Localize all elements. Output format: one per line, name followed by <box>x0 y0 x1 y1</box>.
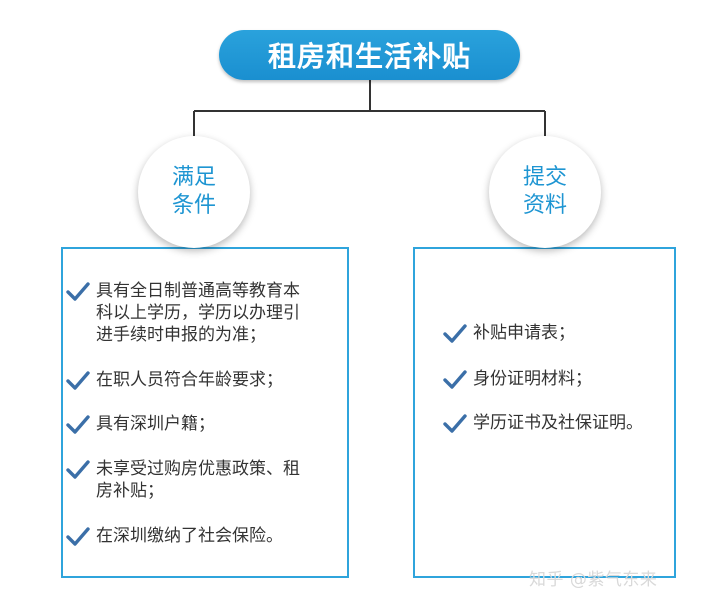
check-icon <box>66 527 90 546</box>
check-icon <box>443 414 467 433</box>
check-icon <box>66 282 90 301</box>
conditions-item: 具有全日制普通高等教育本 科以上学历，学历以办理引 进手续时申报的为准； <box>66 280 300 346</box>
conditions-item: 具有深圳户籍； <box>66 413 215 435</box>
materials-box <box>413 247 676 578</box>
materials-heading: 提交 资料 <box>489 136 601 248</box>
check-icon <box>66 460 90 479</box>
conditions-item-text: 在职人员符合年龄要求； <box>96 370 283 390</box>
materials-heading-line1: 提交 <box>522 165 567 190</box>
conditions-item-text: 未享受过购房优惠政策、租 房补贴； <box>96 459 300 501</box>
materials-item-text: 学历证书及社保证明。 <box>473 413 643 433</box>
conditions-box <box>61 247 349 578</box>
materials-item: 身份证明材料； <box>443 368 592 390</box>
check-icon <box>66 371 90 390</box>
conditions-item: 在深圳缴纳了社会保险。 <box>66 525 283 547</box>
materials-item: 学历证书及社保证明。 <box>443 412 643 434</box>
materials-item-text: 身份证明材料； <box>473 369 592 389</box>
conditions-heading: 满足 条件 <box>138 136 250 248</box>
watermark: 知乎 @紫气东来 <box>529 570 658 590</box>
diagram-title: 租房和生活补贴 <box>219 30 520 80</box>
check-icon <box>443 370 467 389</box>
materials-heading-line2: 资料 <box>522 193 567 218</box>
check-icon <box>443 324 467 343</box>
conditions-item: 在职人员符合年龄要求； <box>66 369 283 391</box>
materials-item-text: 补贴申请表； <box>473 323 575 343</box>
conditions-heading-line1: 满足 <box>171 165 216 190</box>
conditions-item-text: 在深圳缴纳了社会保险。 <box>96 526 283 546</box>
conditions-heading-line2: 条件 <box>171 193 216 218</box>
materials-item: 补贴申请表； <box>443 322 575 344</box>
conditions-item-text: 具有深圳户籍； <box>96 414 215 434</box>
check-icon <box>66 415 90 434</box>
conditions-item-text: 具有全日制普通高等教育本 科以上学历，学历以办理引 进手续时申报的为准； <box>96 281 300 345</box>
conditions-item: 未享受过购房优惠政策、租 房补贴； <box>66 458 300 502</box>
